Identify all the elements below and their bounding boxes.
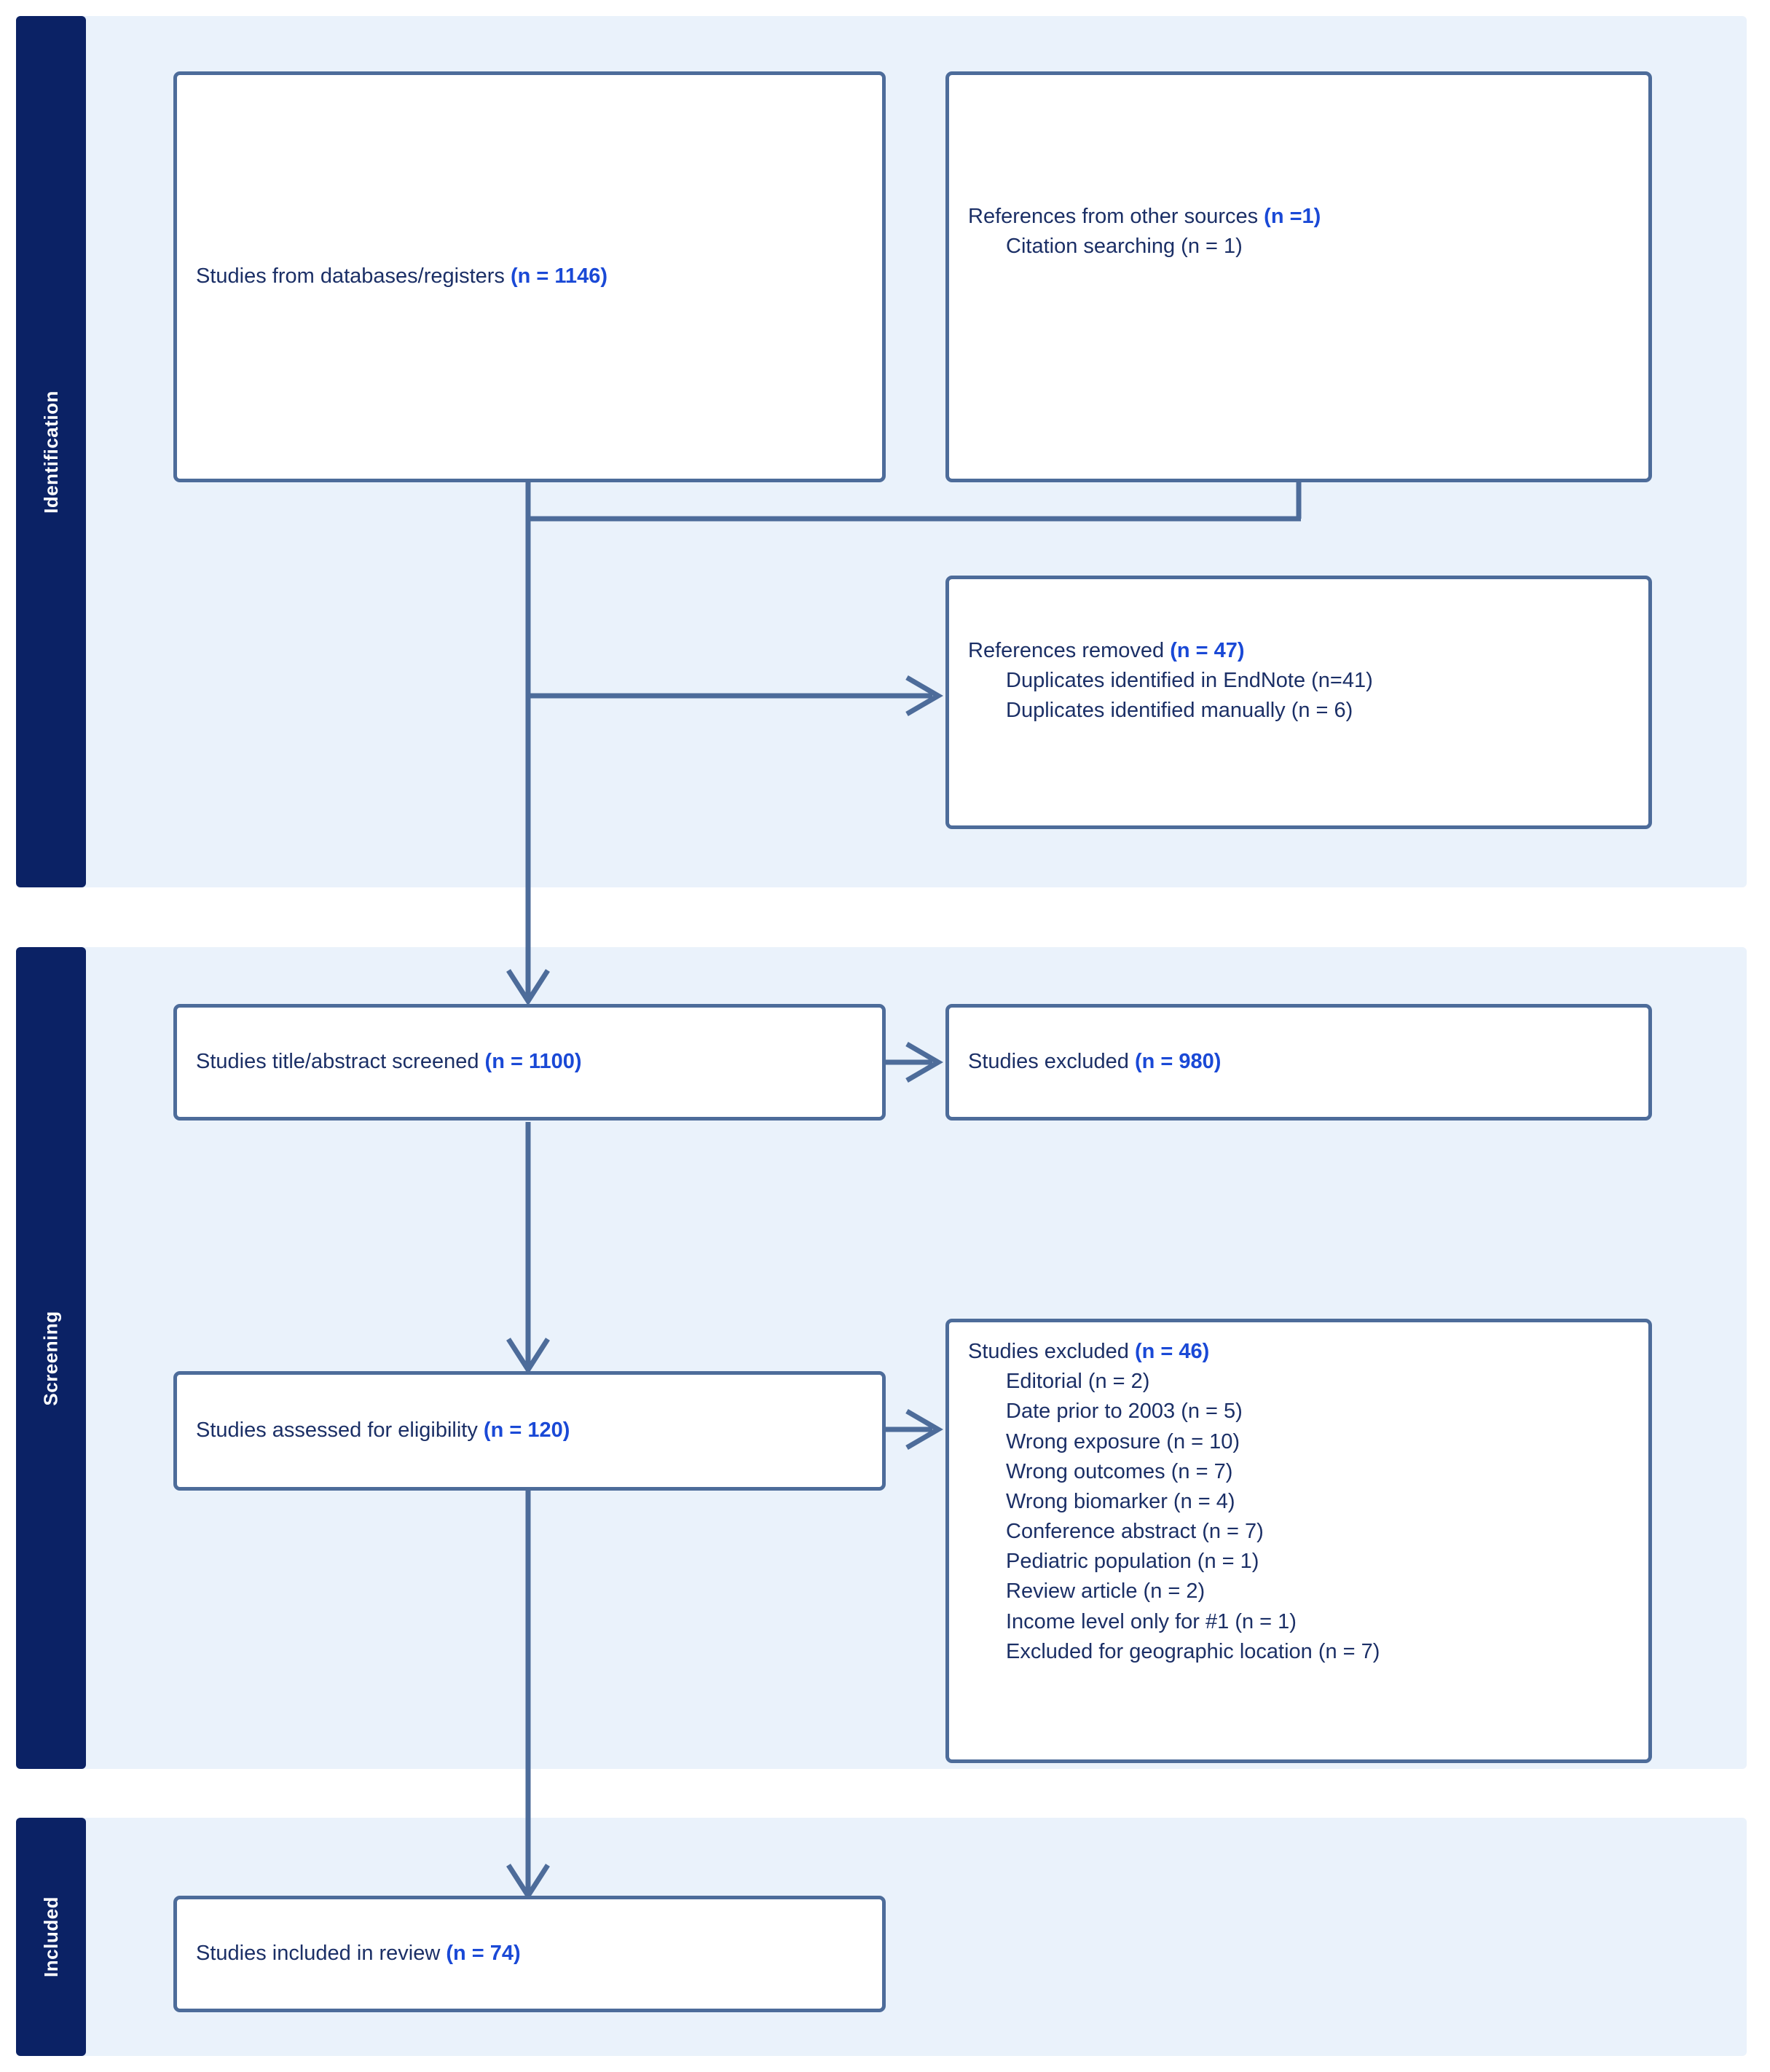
box-line: Duplicates identified in EndNote (n=41) xyxy=(1006,669,1373,693)
box-studies-excluded-eligibility: Studies excluded (n = 46) Editorial (n =… xyxy=(945,1319,1652,1763)
box-studies-included-review-content: Studies included in review (n = 74) xyxy=(177,1939,882,1969)
box-line: Studies title/abstract screened (n = 110… xyxy=(196,1050,582,1074)
box-line: Editorial (n = 2) xyxy=(1006,1370,1150,1394)
box-references-other-sources: References from other sources (n =1) Cit… xyxy=(945,71,1652,482)
stage-tab-identification: Identification xyxy=(16,16,86,887)
box-line: Studies assessed for eligibility (n = 12… xyxy=(196,1418,570,1443)
box-line: Studies included in review (n = 74) xyxy=(196,1942,521,1966)
box-studies-excluded-screening: Studies excluded (n = 980) xyxy=(945,1004,1652,1121)
box-line: References removed (n = 47) xyxy=(968,639,1245,662)
box-studies-assessed-eligibility-content: Studies assessed for eligibility (n = 12… xyxy=(177,1416,882,1445)
box-title-abstract-screened-content: Studies title/abstract screened (n = 110… xyxy=(177,1047,882,1077)
box-line: Wrong outcomes (n = 7) xyxy=(1006,1459,1233,1483)
box-title-abstract-screened: Studies title/abstract screened (n = 110… xyxy=(173,1004,886,1121)
box-line: Studies excluded (n = 46) xyxy=(968,1340,1210,1363)
stage-tab-included: Included xyxy=(16,1818,86,2056)
box-studies-excluded-screening-content: Studies excluded (n = 980) xyxy=(949,1047,1648,1077)
box-line: Date prior to 2003 (n = 5) xyxy=(1006,1400,1243,1424)
box-line: Duplicates identified manually (n = 6) xyxy=(1006,699,1353,723)
stage-tab-label-identification: Identification xyxy=(39,390,62,514)
box-line: Citation searching (n = 1) xyxy=(1006,235,1243,259)
box-line: Wrong biomarker (n = 4) xyxy=(1006,1489,1235,1513)
box-references-removed-content: References removed (n = 47) Duplicates i… xyxy=(949,579,1648,726)
box-studies-included-review: Studies included in review (n = 74) xyxy=(173,1896,886,2012)
box-studies-assessed-eligibility: Studies assessed for eligibility (n = 12… xyxy=(173,1371,886,1491)
stage-tab-label-included: Included xyxy=(39,1896,62,1977)
box-studies-from-databases-content: Studies from databases/registers (n = 11… xyxy=(177,262,882,291)
box-studies-from-databases: Studies from databases/registers (n = 11… xyxy=(173,71,886,482)
stage-tab-label-screening: Screening xyxy=(39,1310,62,1406)
box-line: Conference abstract (n = 7) xyxy=(1006,1520,1264,1544)
box-line: Excluded for geographic location (n = 7) xyxy=(1006,1639,1380,1663)
box-line: Review article (n = 2) xyxy=(1006,1579,1205,1604)
box-line: Studies from databases/registers (n = 11… xyxy=(196,264,607,289)
box-references-removed: References removed (n = 47) Duplicates i… xyxy=(945,576,1652,829)
box-references-other-sources-content: References from other sources (n =1) Cit… xyxy=(949,75,1648,262)
stage-tab-screening: Screening xyxy=(16,947,86,1769)
box-line: Pediatric population (n = 1) xyxy=(1006,1550,1259,1574)
box-studies-excluded-eligibility-content: Studies excluded (n = 46) Editorial (n =… xyxy=(949,1322,1648,1667)
box-line: Wrong exposure (n = 10) xyxy=(1006,1429,1240,1453)
box-line: Income level only for #1 (n = 1) xyxy=(1006,1609,1297,1633)
box-line: Studies excluded (n = 980) xyxy=(968,1050,1222,1074)
box-line: References from other sources (n =1) xyxy=(968,205,1321,228)
